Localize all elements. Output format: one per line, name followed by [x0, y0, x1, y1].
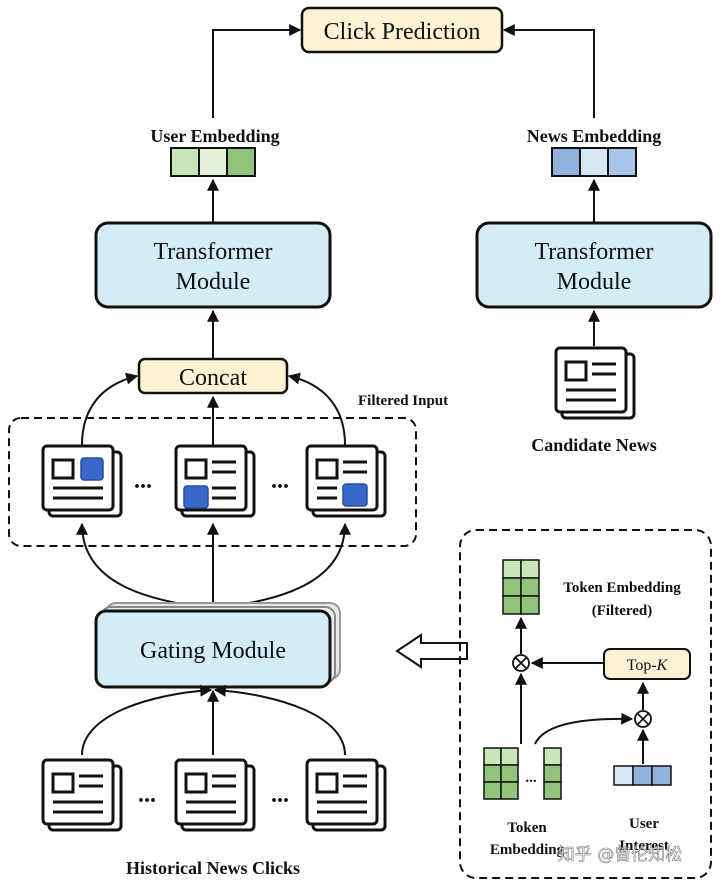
transformer-module-right: [475, 221, 713, 309]
historical-ellipsis-2: ...: [271, 782, 289, 808]
multiply-icon-2: [634, 710, 652, 728]
historical-news-clicks-label: Historical News Clicks: [126, 858, 300, 878]
gating-module-label: Gating Module: [140, 638, 286, 664]
token-embedding-grid: [483, 747, 562, 800]
filtered-token-embedding-grid: [502, 559, 540, 615]
filtered-ellipsis-2: ...: [271, 468, 289, 494]
transformer-left-line2: Module: [176, 269, 251, 295]
token-embedding-line1: Token: [507, 820, 547, 836]
user-interest-line2: Interest: [619, 838, 669, 854]
token-ellipsis: ...: [525, 770, 537, 786]
filtered-ellipsis-1: ...: [134, 468, 152, 494]
user-interest-vector: [613, 765, 672, 786]
concat-box: [137, 357, 289, 395]
transformer-module-left: [94, 221, 332, 309]
filtered-news-icon-3: [305, 444, 387, 518]
arrow-hist-right-to-gating: [213, 684, 346, 756]
transformer-right-line1: Transformer: [534, 239, 653, 265]
candidate-news-label: Candidate News: [531, 435, 657, 455]
concat-label: Concat: [179, 365, 247, 391]
gating-module-box: [94, 609, 332, 689]
arrow-user-to-click: [212, 24, 302, 118]
top-k-var: K: [656, 657, 669, 674]
arrow-gating-to-filtered-right: [212, 522, 351, 609]
historical-ellipsis-1: ...: [138, 782, 156, 808]
arrow-news-to-click: [502, 24, 595, 118]
gating-detail-inset: [459, 529, 712, 879]
filtered-news-icon-2: [174, 444, 256, 518]
top-k-label: Top-K: [627, 657, 669, 674]
user-embedding-vector: [170, 147, 256, 177]
transformer-left-line1: Transformer: [153, 239, 272, 265]
arrow-filtered-right-to-concat: [287, 372, 346, 446]
click-prediction-box: [300, 6, 504, 54]
arrow-token-to-mult2: [534, 712, 634, 745]
arrow-filtered-left-to-concat: [81, 372, 139, 446]
transformer-right-line2: Module: [557, 269, 632, 295]
historical-news-icon-2: [174, 758, 256, 832]
token-embedding-filtered-line1: Token Embedding: [563, 580, 681, 596]
click-prediction-label: Click Prediction: [324, 19, 481, 45]
candidate-news-icon: [554, 346, 636, 420]
historical-news-icon-3: [305, 758, 387, 832]
inset-to-gating-arrow: [395, 633, 468, 669]
user-interest-line1: User: [629, 816, 659, 832]
user-embedding-label: User Embedding: [150, 126, 279, 146]
filtered-input-label: Filtered Input: [358, 393, 448, 409]
token-embedding-filtered-line2: (Filtered): [592, 603, 653, 619]
top-k-prefix: Top-: [627, 657, 657, 674]
watermark: 知乎 @曾伦知松: [558, 845, 682, 865]
news-embedding-label: News Embedding: [527, 126, 662, 146]
historical-news-icon-1: [41, 758, 123, 832]
token-embedding-line2: Embedding: [490, 842, 565, 858]
multiply-icon-1: [512, 654, 530, 672]
arrow-gating-to-filtered-left: [76, 522, 214, 609]
filtered-news-icon-1: [41, 444, 123, 518]
news-embedding-vector: [551, 147, 637, 177]
arrow-hist-left-to-gating: [81, 684, 213, 756]
